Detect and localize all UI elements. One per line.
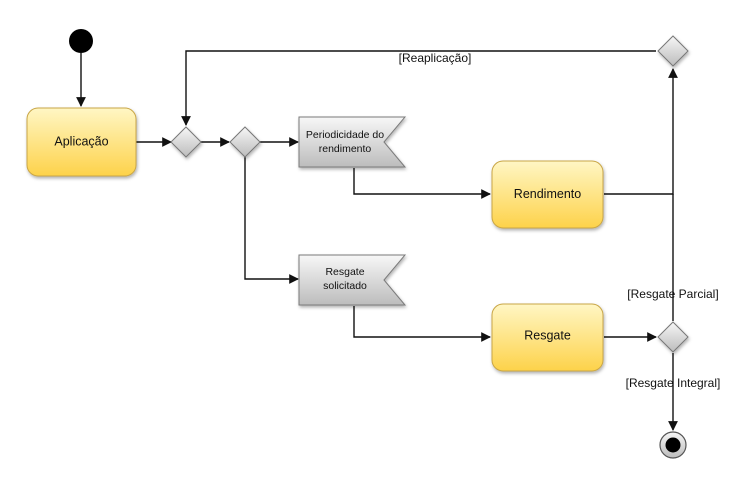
flow-periodicidade-to-rendimento — [353, 168, 491, 199]
signal-resgate-line1: Resgate — [325, 266, 364, 278]
action-aplicacao: Aplicação — [26, 107, 137, 177]
flows — [76, 50, 678, 431]
action-rendimento-label: Rendimento — [514, 187, 581, 201]
flow-resgate-solicitado-to-resgate — [353, 306, 491, 342]
final-node — [659, 431, 687, 459]
action-resgate: Resgate — [491, 303, 604, 372]
guard-resgate-parcial: [Resgate Parcial] — [627, 287, 718, 301]
signal-periodicidade-line2: rendimento — [319, 143, 372, 155]
signal-resgate-line2: solicitado — [323, 280, 367, 292]
resgate-decision-node — [657, 321, 689, 353]
flow-reaplicacao — [181, 50, 656, 126]
guard-reaplicacao: [Reaplicação] — [399, 51, 472, 65]
signal-resgate-solicitado: Resgate solicitado — [298, 254, 407, 306]
merge-node — [170, 126, 202, 158]
initial-node — [69, 29, 93, 53]
signal-periodicidade-rendimento: Periodicidade do rendimento — [298, 116, 407, 168]
decision-node — [229, 126, 261, 158]
action-aplicacao-label: Aplicação — [54, 134, 108, 148]
flow-decision-to-resgate-solicitado — [244, 157, 299, 284]
guard-resgate-integral: [Resgate Integral] — [626, 376, 721, 390]
action-resgate-label: Resgate — [524, 328, 571, 342]
flow-rendimento-to-reaplicacao-gate — [604, 68, 678, 195]
signal-periodicidade-line1: Periodicidade do — [306, 129, 384, 141]
action-rendimento: Rendimento — [491, 160, 604, 229]
reaplicacao-decision-node — [657, 35, 689, 67]
